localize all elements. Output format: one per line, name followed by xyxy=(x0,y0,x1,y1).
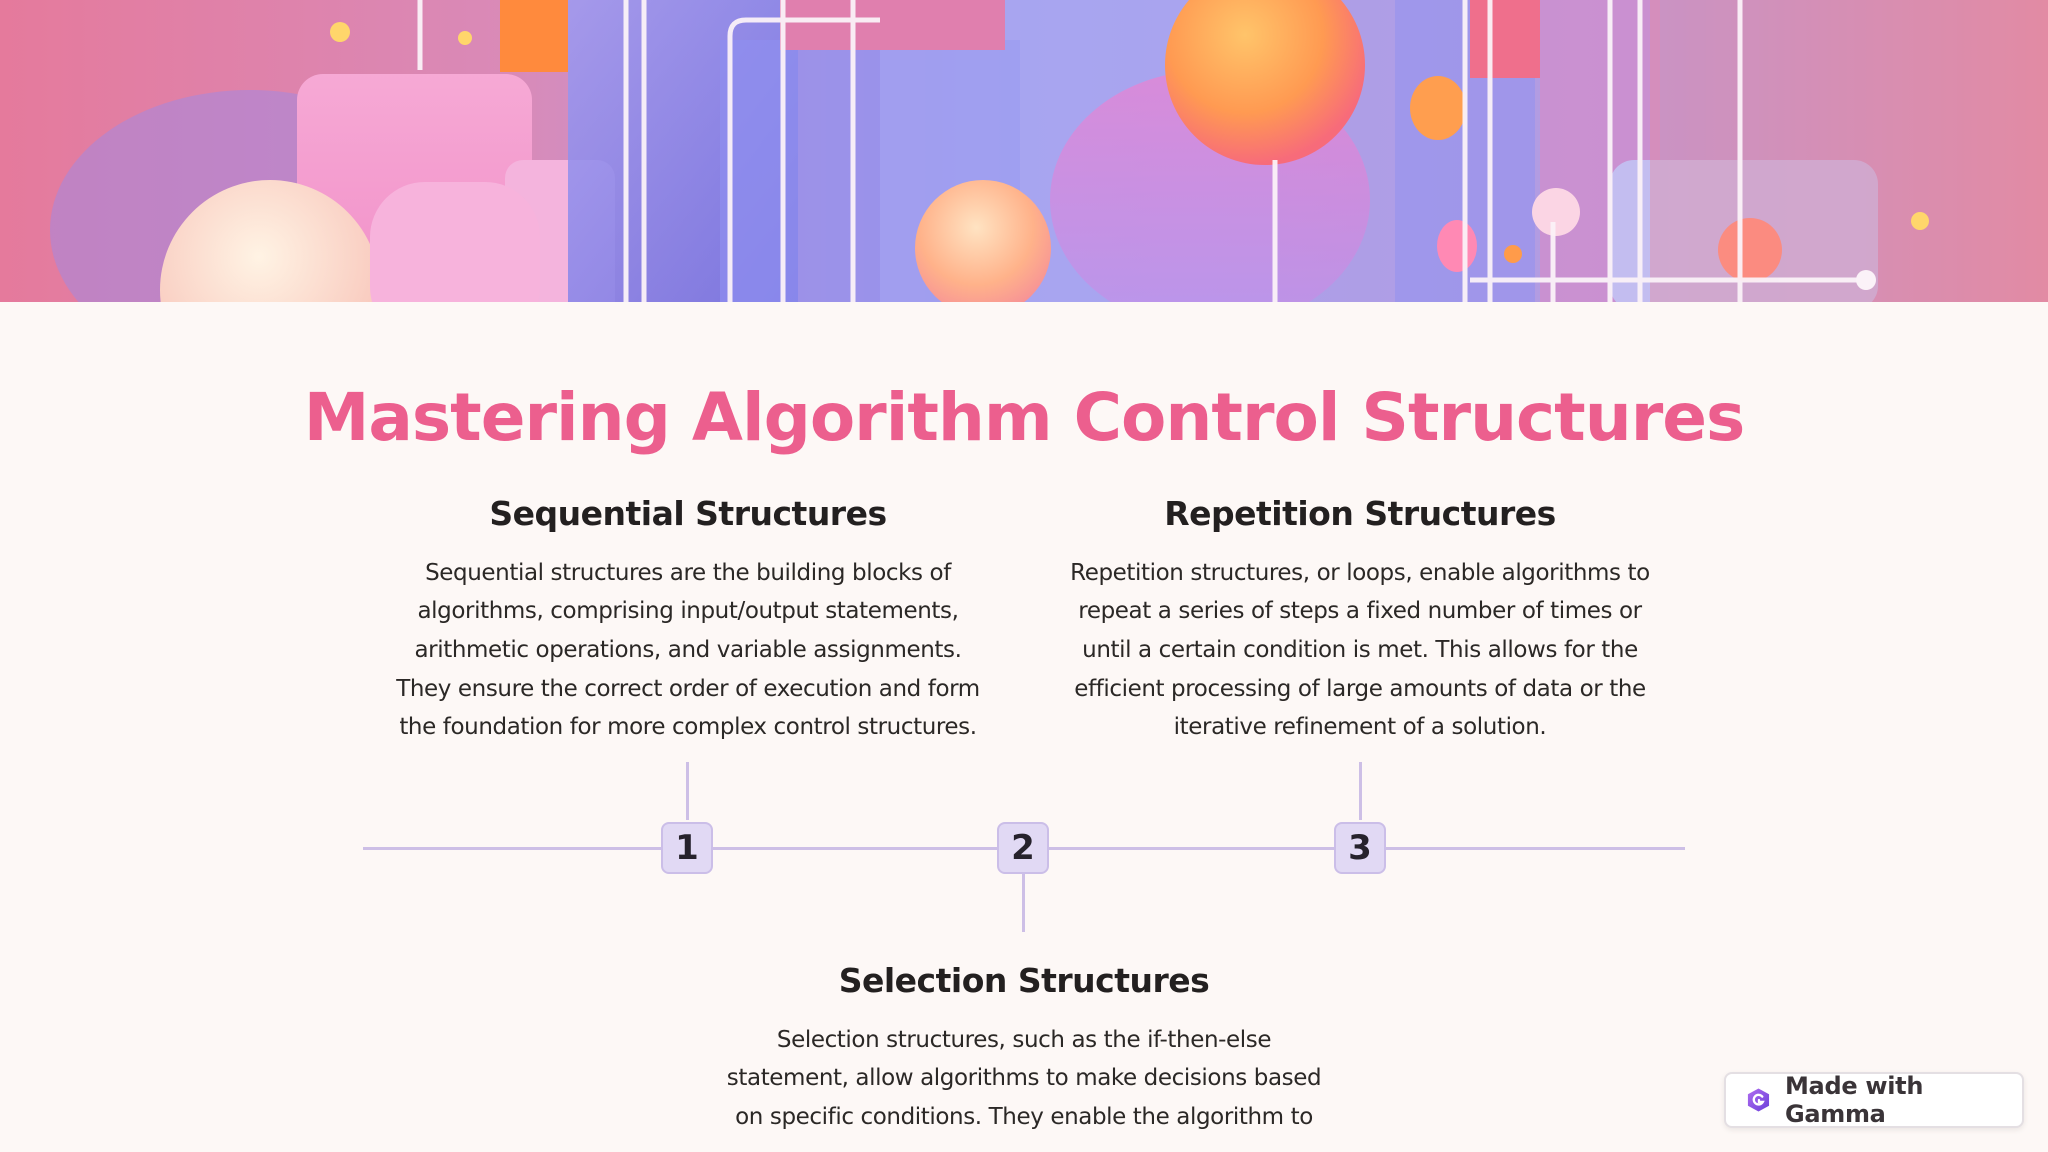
step-marker-2: 2 xyxy=(997,822,1049,874)
timeline-connector xyxy=(686,762,689,820)
step-card-selection: Selection Structures Selection structure… xyxy=(724,961,1324,1137)
step-body: Repetition structures, or loops, enable … xyxy=(1070,559,1650,741)
hero-banner-image xyxy=(0,0,2048,302)
step-card-sequential: Sequential Structures Sequential structu… xyxy=(388,494,988,747)
gamma-logo-icon xyxy=(1747,1088,1770,1112)
step-body: Selection structures, such as the if-the… xyxy=(726,1026,1322,1130)
timeline-connector xyxy=(1359,762,1362,820)
badge-label: Made with Gamma xyxy=(1784,1072,1924,1128)
step-body: Sequential structures are the building b… xyxy=(396,559,980,741)
step-marker-1: 1 xyxy=(661,822,713,874)
step-card-repetition: Repetition Structures Repetition structu… xyxy=(1060,494,1660,747)
step-marker-3: 3 xyxy=(1334,822,1386,874)
step-heading: Selection Structures xyxy=(838,961,1210,1000)
page-title: Mastering Algorithm Control Structures xyxy=(303,379,1746,456)
step-heading: Repetition Structures xyxy=(1164,494,1556,533)
made-with-gamma-button[interactable]: Made with Gamma xyxy=(1724,1072,2024,1128)
step-heading: Sequential Structures xyxy=(489,494,887,533)
timeline-connector xyxy=(1022,874,1025,932)
